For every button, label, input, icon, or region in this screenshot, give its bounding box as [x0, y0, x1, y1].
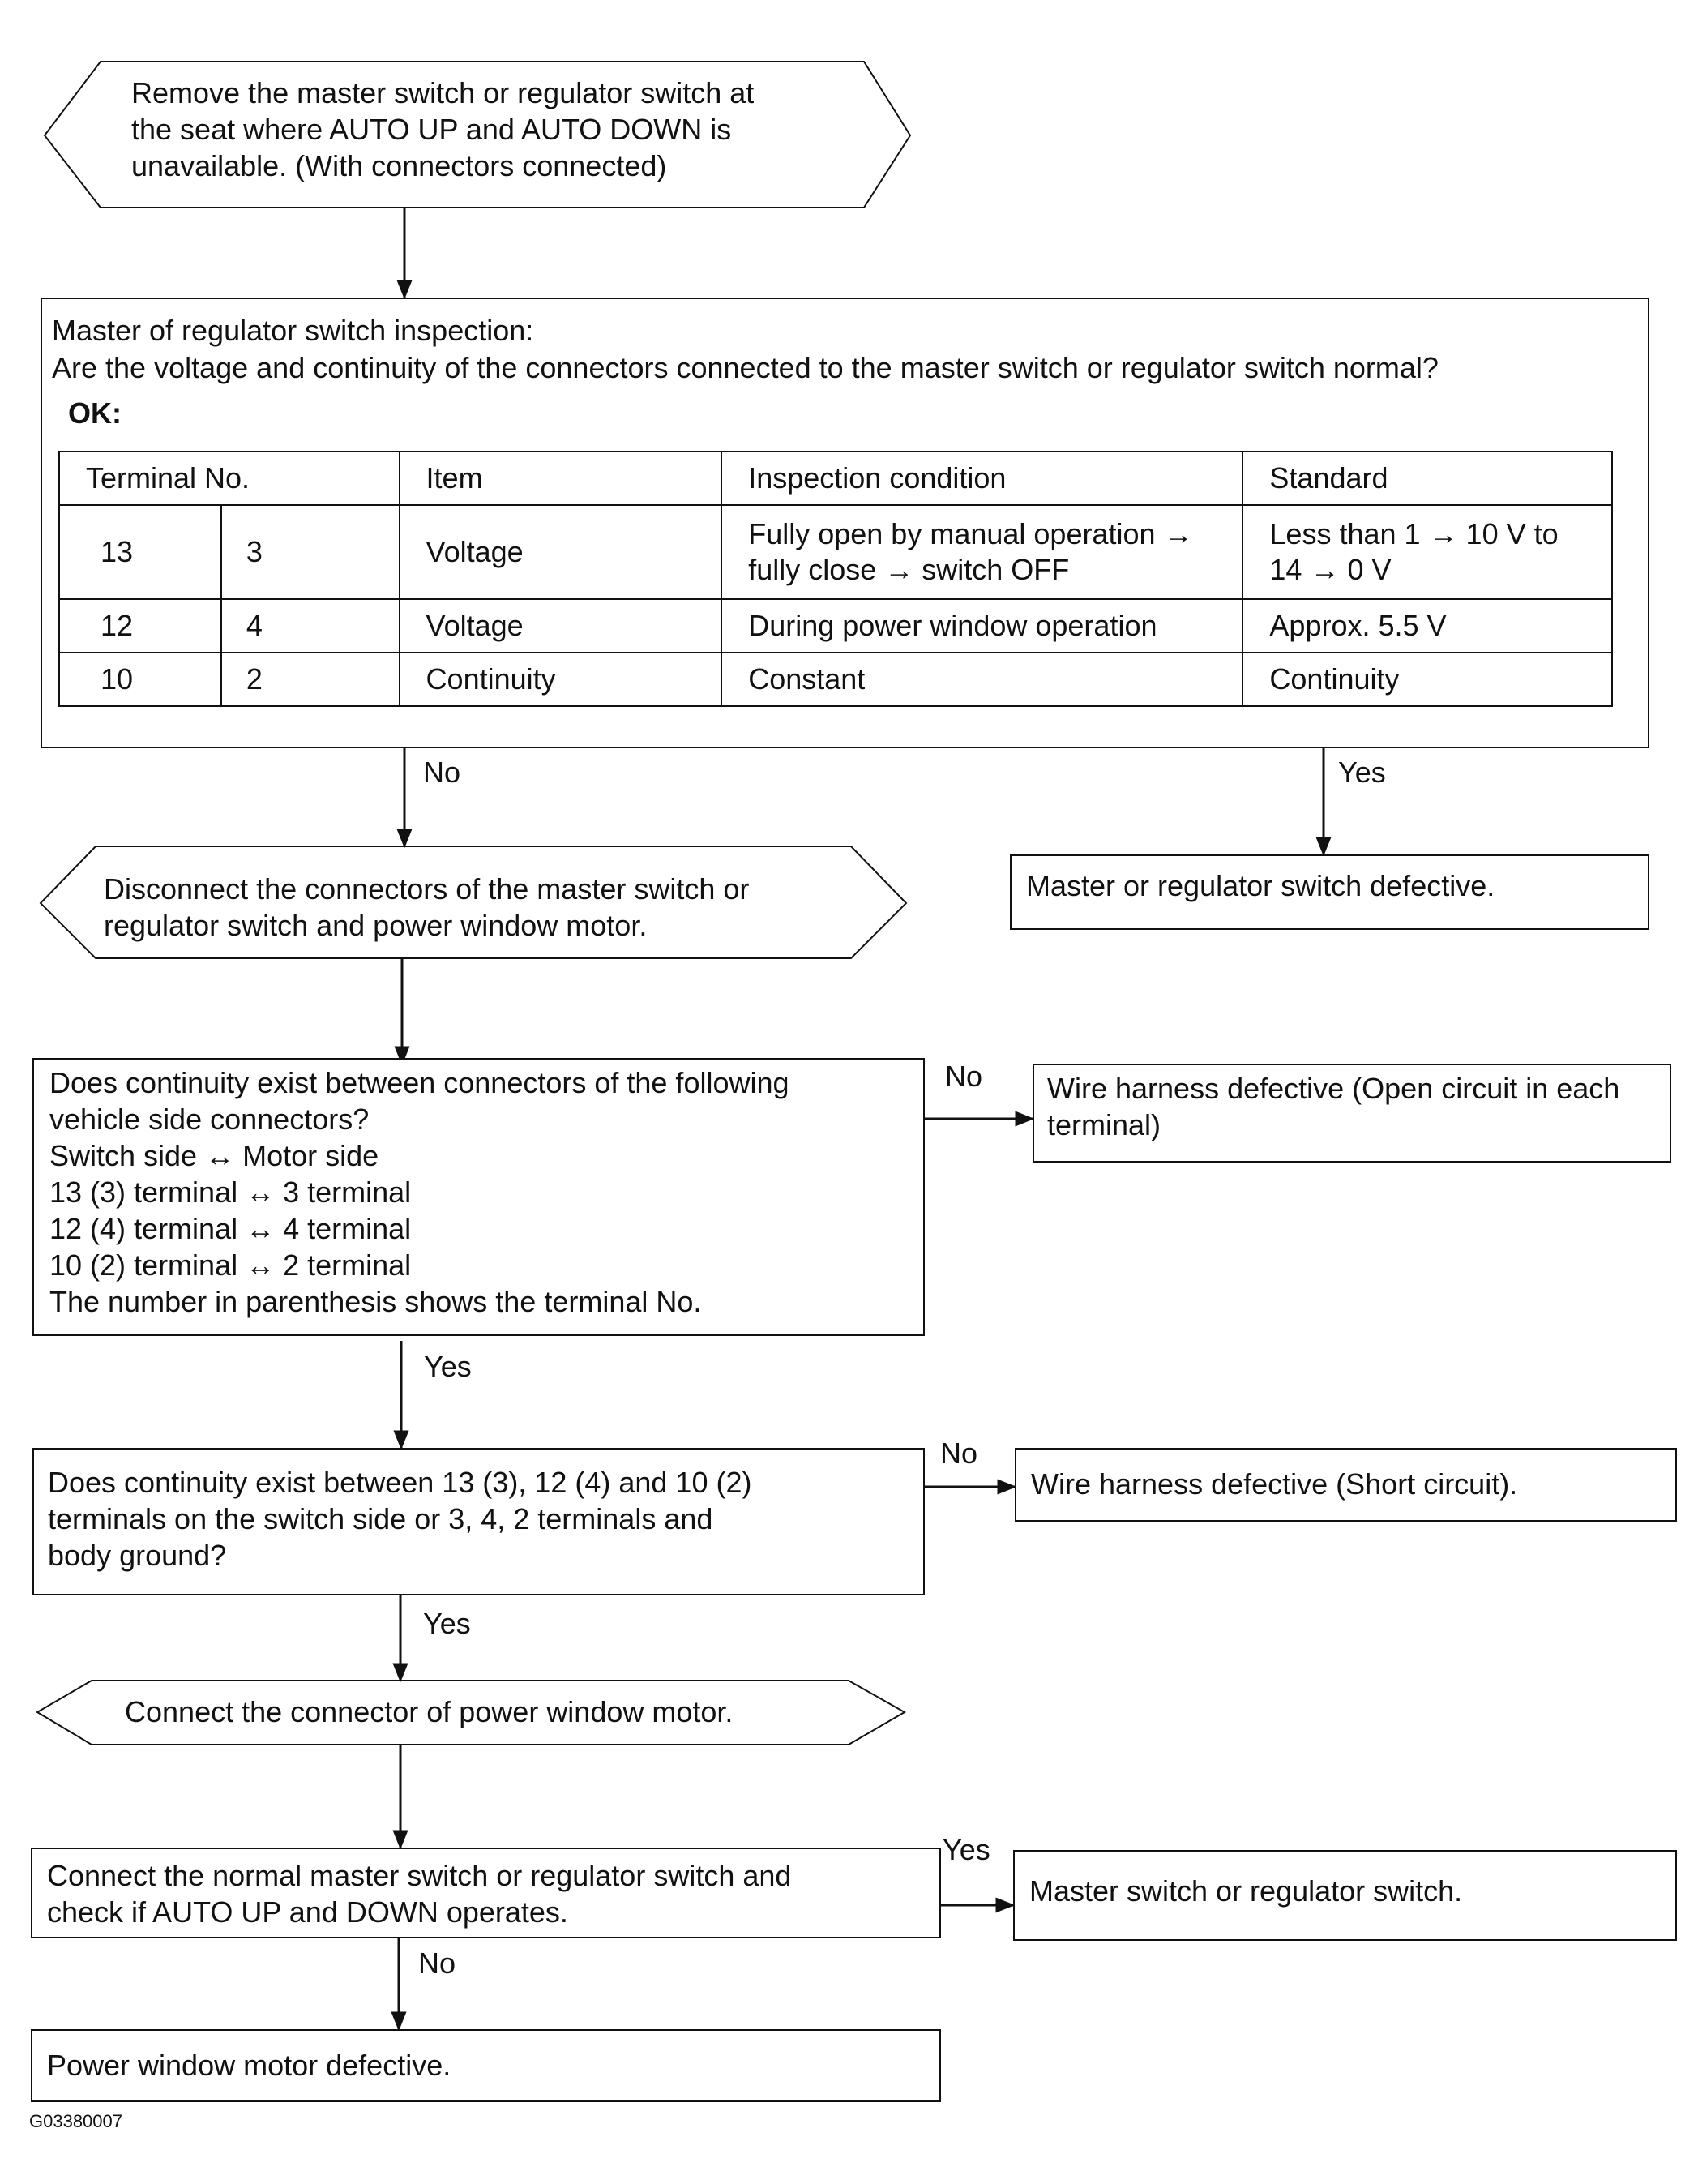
short-question-box: Does continuity exist between 13 (3), 12… — [32, 1448, 925, 1595]
short-circuit-box: Wire harness defective (Short circuit). — [1015, 1448, 1677, 1522]
branch-label-yes: Yes — [1338, 756, 1386, 789]
short-question-text: Does continuity exist between 13 (3), 12… — [48, 1466, 752, 1572]
switch-defective-text: Master or regulator switch defective. — [1026, 869, 1495, 902]
cell-terminal-a: 12 — [58, 598, 222, 653]
cell-condition: Fully open by manual operation → fully c… — [721, 504, 1244, 600]
continuity-line: vehicle side connectors? — [49, 1103, 370, 1136]
cell-condition: During power window operation — [721, 598, 1244, 653]
continuity-line: 13 (3) terminal ↔ 3 terminal — [49, 1176, 412, 1209]
table-row: 12 4 Voltage During power window operati… — [58, 598, 1613, 653]
switch-defective-box: Master or regulator switch defective. — [1010, 854, 1649, 930]
switch-result-box: Master switch or regulator switch. — [1013, 1850, 1677, 1941]
hexagon-connect-motor — [36, 1680, 907, 1745]
cell-standard: Less than 1 → 10 V to 14 → 0 V — [1242, 504, 1613, 600]
check-auto-text: Connect the normal master switch or regu… — [47, 1859, 792, 1929]
cell-standard: Approx. 5.5 V — [1242, 598, 1613, 653]
cell-terminal-b: 2 — [220, 652, 400, 707]
table-row: 10 2 Continuity Constant Continuity — [58, 652, 1613, 707]
spec-table: Terminal No. Item Inspection condition S… — [58, 451, 1613, 707]
cell-terminal-b: 3 — [220, 504, 400, 600]
continuity-line: 12 (4) terminal ↔ 4 terminal — [49, 1212, 412, 1245]
inspection-title: Master of regulator switch inspection: — [52, 314, 534, 347]
continuity-question-box: Does continuity exist between connectors… — [32, 1058, 925, 1336]
branch-label-no: No — [423, 756, 461, 789]
cell-condition: Constant — [721, 652, 1244, 707]
hexagon-disconnect — [39, 846, 908, 959]
continuity-line: Switch side ↔ Motor side — [49, 1139, 379, 1172]
header-standard: Standard — [1242, 451, 1613, 506]
figure-code: G03380007 — [29, 2111, 122, 2131]
motor-defective-text: Power window motor defective. — [47, 2049, 451, 2082]
cell-terminal-a: 13 — [58, 504, 222, 600]
short-circuit-text: Wire harness defective (Short circuit). — [1031, 1467, 1518, 1501]
open-circuit-text: Wire harness defective (Open circuit in … — [1047, 1072, 1620, 1141]
branch-label-no: No — [940, 1437, 978, 1470]
ok-label: OK: — [68, 396, 122, 430]
cell-item: Voltage — [398, 504, 723, 600]
continuity-line: Does continuity exist between connectors… — [49, 1066, 789, 1099]
switch-result-text: Master switch or regulator switch. — [1029, 1874, 1463, 1908]
cell-item: Voltage — [398, 598, 723, 653]
header-condition: Inspection condition — [721, 451, 1244, 506]
continuity-line: The number in parenthesis shows the term… — [49, 1285, 702, 1318]
inspection-question: Are the voltage and continuity of the co… — [52, 351, 1439, 384]
cell-standard: Continuity — [1242, 652, 1613, 707]
remove-switch-text: Remove the master switch or regulator sw… — [131, 76, 755, 182]
cell-terminal-b: 4 — [220, 598, 400, 653]
continuity-question-text: Does continuity exist between connectors… — [49, 1064, 917, 1320]
branch-label-no: No — [945, 1060, 983, 1093]
branch-label-yes: Yes — [423, 1607, 471, 1640]
continuity-line: 10 (2) terminal ↔ 2 terminal — [49, 1248, 412, 1282]
header-terminal: Terminal No. — [58, 451, 400, 506]
disconnect-text: Disconnect the connectors of the master … — [104, 872, 750, 942]
hexagon-remove-switch — [43, 61, 912, 208]
branch-label-no: No — [418, 1946, 456, 1980]
cell-item: Continuity — [398, 652, 723, 707]
table-row: 13 3 Voltage Fully open by manual operat… — [58, 504, 1613, 600]
cell-terminal-a: 10 — [58, 652, 222, 707]
table-header-row: Terminal No. Item Inspection condition S… — [58, 451, 1613, 506]
branch-label-yes: Yes — [424, 1350, 472, 1383]
header-item: Item — [398, 451, 723, 506]
check-auto-box: Connect the normal master switch or regu… — [31, 1848, 941, 1938]
connect-motor-text: Connect the connector of power window mo… — [125, 1695, 734, 1728]
open-circuit-box: Wire harness defective (Open circuit in … — [1033, 1064, 1671, 1163]
branch-label-yes: Yes — [943, 1833, 990, 1866]
motor-defective-box: Power window motor defective. — [31, 2029, 941, 2102]
